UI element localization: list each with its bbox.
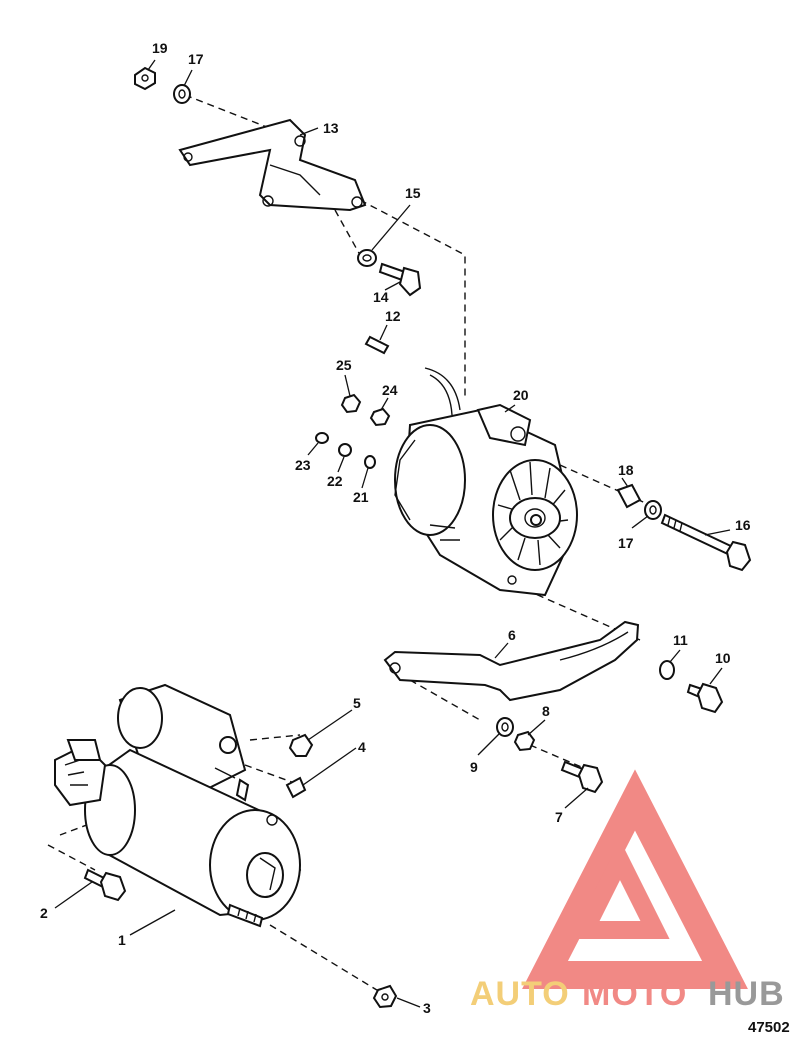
callout-1: 1 [118, 932, 126, 948]
lock-washer-15 [357, 249, 377, 267]
callout-21: 21 [353, 489, 369, 505]
callout-8: 8 [542, 703, 550, 719]
reference-number: 47502 [748, 1019, 790, 1036]
callout-4: 4 [358, 739, 366, 755]
upper-mounting-bracket [178, 118, 367, 212]
callout-6: 6 [508, 627, 516, 643]
bolt-7 [560, 760, 604, 794]
callout-7: 7 [555, 809, 563, 825]
callout-11: 11 [673, 632, 688, 648]
logo-inner-triangle-icon [570, 839, 670, 939]
bolt-16 [660, 513, 752, 572]
leader-lines [54, 59, 731, 1008]
callout-22: 22 [327, 473, 343, 489]
callout-9: 9 [470, 759, 478, 775]
hex-nut-19 [134, 66, 156, 91]
nut-23 [315, 432, 329, 444]
callout-numbers: 19 17 13 15 14 12 25 24 23 22 21 20 18 1… [40, 40, 751, 1016]
nut-8 [513, 730, 536, 752]
callout-13: 13 [323, 120, 339, 136]
callout-14: 14 [373, 289, 389, 305]
callout-20: 20 [513, 387, 529, 403]
callout-17-top: 17 [188, 51, 204, 67]
washer-9 [496, 717, 514, 737]
washer-17-top [173, 84, 191, 104]
washer-11 [659, 660, 675, 680]
callout-19: 19 [152, 40, 168, 56]
callout-16: 16 [735, 517, 751, 533]
nut-3 [372, 984, 398, 1009]
washer-17 [644, 500, 662, 520]
callout-17: 17 [618, 535, 634, 551]
logo-text-auto: AUTO [470, 975, 570, 1013]
callout-10: 10 [715, 650, 731, 666]
callout-18: 18 [618, 462, 634, 478]
washer-21 [364, 455, 376, 469]
washer-22 [338, 443, 352, 457]
callout-25: 25 [336, 357, 352, 373]
nut-24 [369, 407, 391, 427]
callout-5: 5 [353, 695, 361, 711]
automotohub-logo: AUTO MOTO HUB [470, 769, 785, 1013]
bolt-10 [686, 682, 724, 714]
callout-2: 2 [40, 905, 48, 921]
alternator-fan [492, 459, 578, 571]
callout-24: 24 [382, 382, 398, 398]
bolt-14 [378, 262, 422, 297]
adjusting-bracket [383, 620, 640, 702]
callout-15: 15 [405, 185, 421, 201]
starter-motor [54, 683, 302, 928]
alternator [394, 367, 578, 597]
logo-text-moto: MOTO [582, 975, 687, 1013]
logo-text-hub: HUB [708, 975, 785, 1013]
pin-12 [364, 335, 390, 355]
spacer-18 [616, 483, 642, 509]
bolt-2 [83, 868, 127, 902]
nut-5 [288, 733, 314, 757]
nut-25 [340, 393, 362, 414]
callout-12: 12 [385, 308, 401, 324]
logo-triangle-icon [522, 769, 748, 989]
callout-23: 23 [295, 457, 311, 473]
nut-4 [285, 776, 307, 799]
callout-3: 3 [423, 1000, 431, 1016]
